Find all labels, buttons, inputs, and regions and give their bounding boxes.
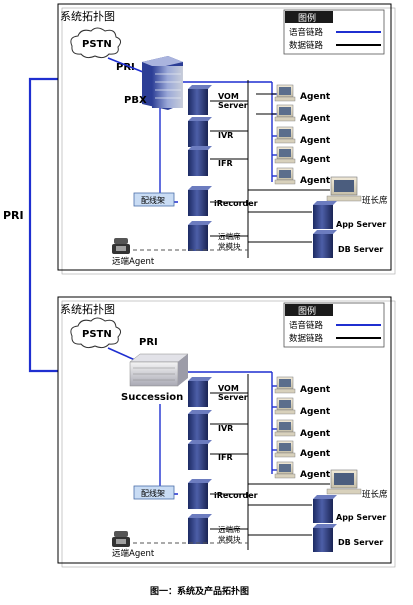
legend: 图例 语音链路 数据链路 (283, 9, 385, 55)
db-server-label: DB Server (338, 245, 383, 254)
pstn-label: PSTN (82, 39, 112, 50)
pstn-label: PSTN (82, 329, 112, 340)
agent-label-1: Agent (300, 385, 331, 395)
agent-label-2: Agent (300, 114, 331, 124)
pbx-cabinet-icon (142, 56, 183, 110)
agent-label-1: Agent (300, 92, 331, 102)
patch-panel-label: 配线架 (141, 195, 165, 205)
data-links (210, 80, 330, 258)
irecorder-server-icon (188, 479, 212, 509)
agent-pc-icon (274, 376, 296, 394)
vom-label-2: Server (218, 101, 248, 110)
phone-icon (112, 531, 130, 547)
patch-panel-box (133, 485, 175, 500)
remote-agent-label: 远端Agent (112, 548, 155, 559)
app-server-label: App Server (336, 220, 386, 229)
app-server-label: App Server (336, 513, 386, 522)
panel-top: 系统拓扑图 图例 语音链路 数据链路 PSTN PRI PBX (57, 3, 396, 275)
ivr-label: IVR (218, 424, 233, 433)
ifr-server-icon (188, 146, 212, 176)
agent-label-5: Agent (300, 470, 331, 480)
legend-title: 图例 (298, 12, 316, 24)
remote-module-label: 远端席 (218, 231, 241, 241)
patch-panel-label: 配线架 (141, 488, 165, 498)
irecorder-label: iRecorder (214, 491, 258, 500)
succession-label: Succession (121, 392, 183, 403)
pstn-cloud-icon (70, 317, 122, 349)
remote-module-label-2: 常模块 (218, 534, 241, 544)
remote-module-server-icon (188, 514, 212, 544)
irecorder-label: iRecorder (214, 199, 258, 208)
agent-pc-icon (274, 419, 296, 437)
remote-module-label-2: 常模块 (218, 241, 241, 251)
app-server-icon (313, 495, 337, 523)
legend-title: 图例 (298, 305, 316, 317)
pstn-pbx-link (107, 57, 144, 73)
ifr-label: IFR (218, 453, 233, 462)
agent-pc-icon (274, 461, 296, 479)
agent-pc-icon (274, 104, 296, 122)
vom-label-2: Server (218, 393, 248, 402)
pri-side-label: PRI (3, 209, 24, 222)
figure-caption: 图一：系统及产品拓扑图 (150, 585, 249, 597)
supervisor-pc-icon (326, 469, 362, 495)
phone-icon (112, 238, 130, 254)
supervisor-label: 班长席 (362, 195, 388, 206)
agent-label-3: Agent (300, 429, 331, 439)
panel-title: 系统拓扑图 (60, 9, 115, 23)
legend: 图例 语音链路 数据链路 (283, 302, 385, 348)
legend-data-label: 数据链路 (289, 40, 324, 51)
supervisor-pc-icon (326, 176, 362, 202)
patch-panel-box (133, 192, 175, 207)
ivr-server-icon (188, 410, 212, 440)
vom-label: VOM (218, 384, 239, 393)
agent-pc-icon (274, 126, 296, 144)
pbx-label: PBX (124, 95, 147, 106)
legend-voice-label: 语音链路 (289, 27, 324, 38)
app-server-icon (313, 201, 337, 229)
data-links (210, 374, 330, 550)
succession-switch-icon (129, 353, 189, 387)
irecorder-server-icon (188, 186, 212, 216)
agent-label-4: Agent (300, 449, 331, 459)
panel-bottom: 系统拓扑图 图例 语音链路 数据链路 PSTN PRI Succession (57, 296, 396, 568)
agent-label-2: Agent (300, 407, 331, 417)
ivr-label: IVR (218, 131, 233, 140)
remote-module-label: 远端席 (218, 524, 241, 534)
db-server-label: DB Server (338, 538, 383, 547)
agent-pc-icon (274, 440, 296, 458)
agent-pc-icon (274, 146, 296, 164)
agent-label-3: Agent (300, 136, 331, 146)
remote-module-server-icon (188, 221, 212, 251)
agent-pc-icon (274, 167, 296, 185)
remote-agent-label: 远端Agent (112, 256, 155, 267)
db-server-icon (313, 230, 337, 258)
agent-pc-icon (274, 84, 296, 102)
pstn-switch-link (107, 347, 136, 361)
pstn-cloud-icon (70, 27, 122, 59)
legend-voice-label: 语音链路 (289, 320, 324, 331)
ifr-label: IFR (218, 159, 233, 168)
agent-pc-icon (274, 397, 296, 415)
panel-title: 系统拓扑图 (60, 302, 115, 316)
ifr-server-icon (188, 440, 212, 470)
supervisor-label: 班长席 (362, 489, 388, 500)
pri-label: PRI (116, 62, 135, 73)
db-server-icon (313, 524, 337, 552)
agent-label-5: Agent (300, 176, 331, 186)
ivr-server-icon (188, 117, 212, 147)
vom-label: VOM (218, 92, 239, 101)
pri-label: PRI (139, 337, 158, 348)
agent-label-4: Agent (300, 155, 331, 165)
vom-server-icon (188, 85, 212, 115)
vom-server-icon (188, 377, 212, 407)
legend-data-label: 数据链路 (289, 333, 324, 344)
